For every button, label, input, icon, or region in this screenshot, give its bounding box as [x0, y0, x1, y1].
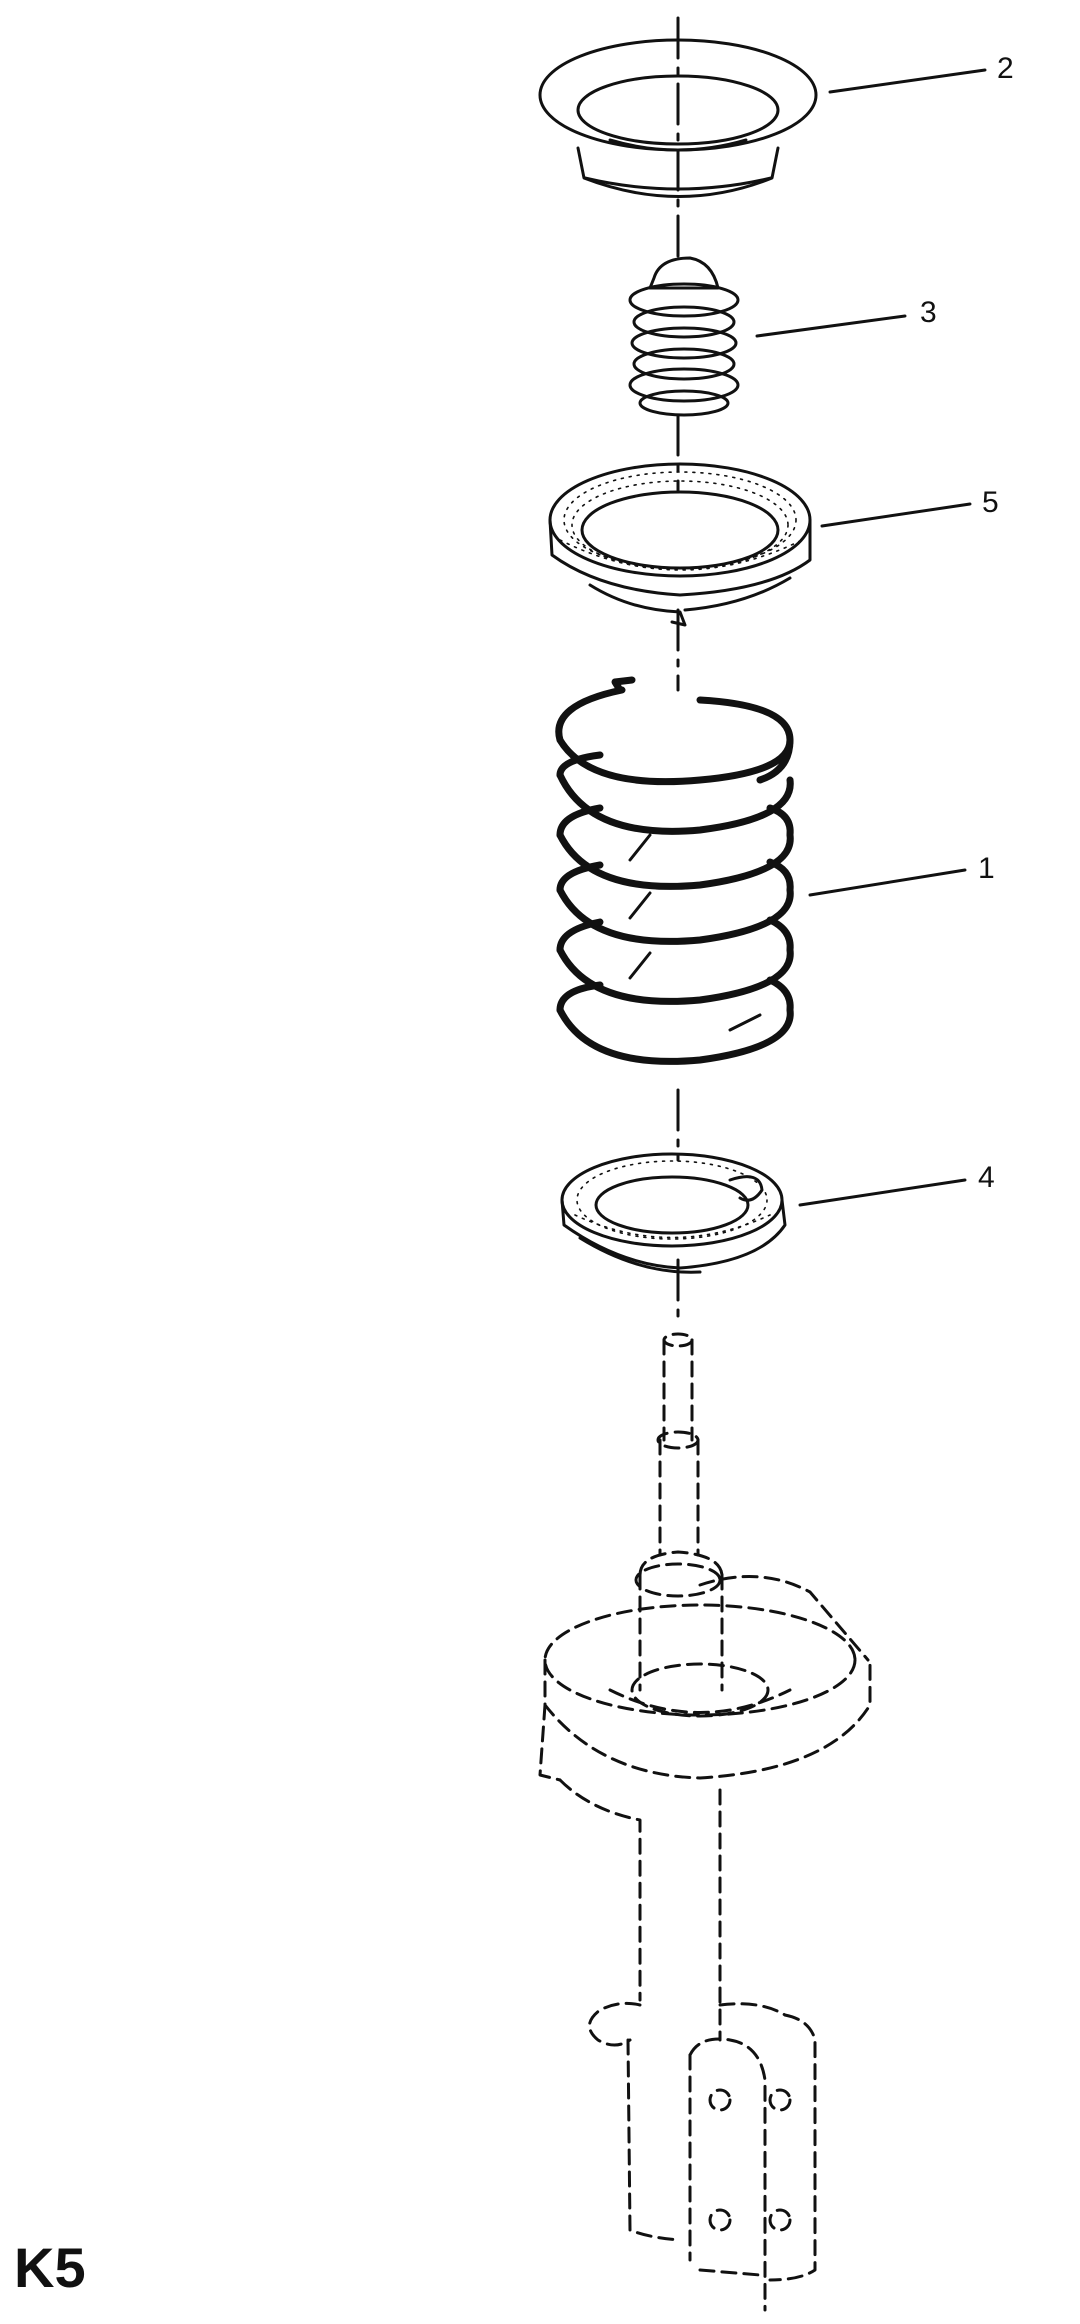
insulator-texture [559, 471, 803, 571]
leader-line-4 [798, 1178, 967, 1207]
leader-lines [755, 68, 987, 1207]
callout-4: 4 [978, 1161, 995, 1194]
lower-spring-insulator [560, 1152, 787, 1274]
figure-code: K5 [14, 2236, 86, 2299]
upper-spring-insulator [548, 462, 812, 627]
strut-assembly [538, 1332, 872, 2312]
leader-line-2 [828, 68, 987, 94]
coil-spring [555, 676, 794, 1065]
callout-1: 1 [978, 852, 995, 885]
callout-3: 3 [920, 296, 937, 329]
bump-stop [628, 256, 740, 417]
callout-labels: 2 3 5 1 4 [920, 52, 1014, 1194]
leader-line-3 [755, 314, 907, 338]
leader-line-5 [820, 502, 972, 528]
insulator-texture [574, 1160, 771, 1240]
callout-5: 5 [982, 486, 999, 519]
callout-2: 2 [997, 52, 1014, 85]
upper-spring-seat [538, 38, 818, 198]
leader-line-1 [808, 868, 967, 897]
